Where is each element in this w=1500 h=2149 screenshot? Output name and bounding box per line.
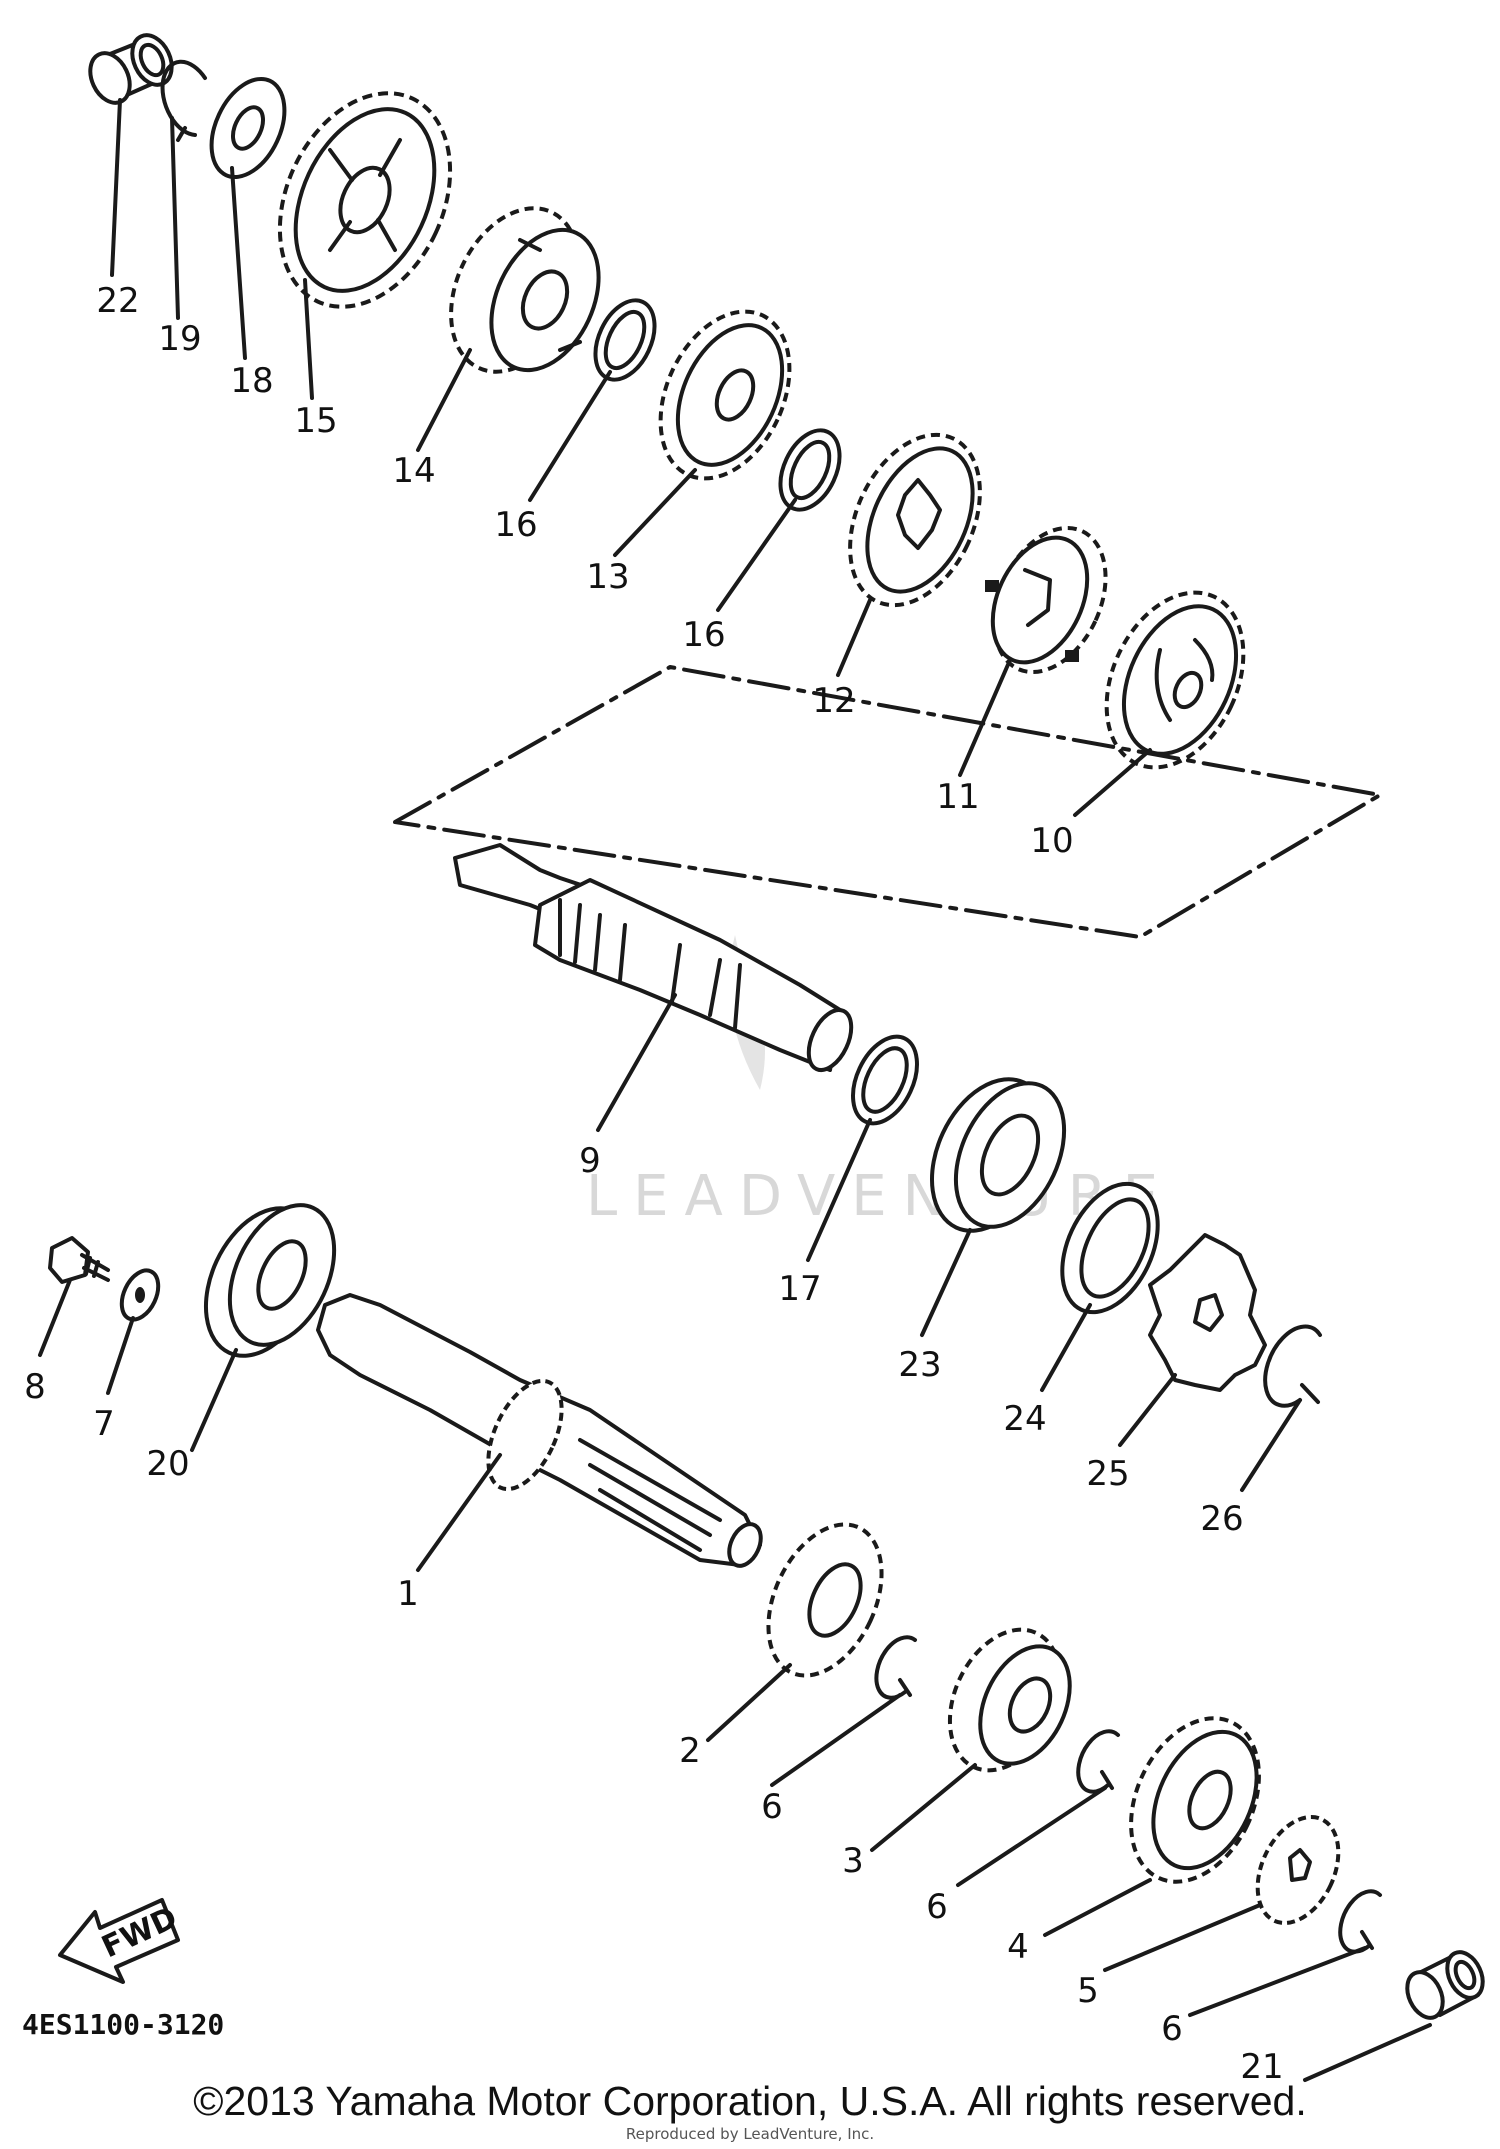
- label-5: 5: [1077, 1971, 1099, 2011]
- label-16-a: 16: [494, 505, 537, 545]
- part-19-circlip: [160, 59, 207, 142]
- fwd-arrow: FWD: [58, 1898, 183, 1984]
- label-13: 13: [586, 557, 629, 597]
- label-26: 26: [1200, 1499, 1243, 1539]
- part-5-gear: [1255, 1815, 1341, 1925]
- copyright-footer: ©2013 Yamaha Motor Corporation, U.S.A. A…: [193, 2078, 1306, 2124]
- part-25-sprocket: [1148, 1233, 1267, 1392]
- part-6-circlip-c: [1338, 1889, 1382, 1954]
- part-26-circlip: [1263, 1324, 1322, 1408]
- label-10: 10: [1030, 821, 1073, 861]
- watermark: LEADVENTURE: [586, 935, 1174, 1229]
- label-24: 24: [1003, 1399, 1046, 1439]
- part-16-washer-b: [778, 428, 842, 512]
- part-18-washer: [209, 76, 287, 180]
- part-7-washer: [119, 1268, 161, 1322]
- label-15: 15: [294, 401, 337, 441]
- part-11-gear: [985, 525, 1108, 675]
- part-3-gear: [947, 1627, 1072, 1773]
- callout-labels: 22 19 18 15 14 16 13 16 12 11 10 9 17 23…: [24, 281, 1283, 2087]
- label-23: 23: [898, 1345, 941, 1385]
- part-1-main-shaft: [316, 1293, 763, 1568]
- label-7: 7: [93, 1404, 115, 1444]
- part-12-gear: [848, 432, 982, 608]
- label-8: 8: [24, 1367, 46, 1407]
- label-18: 18: [230, 361, 273, 401]
- reproduced-note: Reproduced by LeadVenture, Inc.: [626, 2125, 874, 2143]
- part-code: 4ES1100-3120: [22, 2008, 224, 2041]
- label-19: 19: [158, 319, 201, 359]
- watermark-text: LEADVENTURE: [586, 1164, 1174, 1229]
- label-20: 20: [146, 1444, 189, 1484]
- label-6-a: 6: [761, 1787, 783, 1827]
- part-16-washer-a: [593, 298, 657, 382]
- label-1: 1: [397, 1574, 419, 1614]
- label-9: 9: [579, 1141, 601, 1181]
- label-25: 25: [1086, 1454, 1129, 1494]
- part-23-bearing: [929, 1077, 1067, 1233]
- leader-lines: [38, 98, 1432, 2082]
- label-12: 12: [812, 681, 855, 721]
- label-11: 11: [936, 777, 979, 817]
- label-21: 21: [1240, 2047, 1283, 2087]
- label-14: 14: [392, 451, 435, 491]
- label-16-b: 16: [682, 615, 725, 655]
- part-6-circlip-b: [1076, 1729, 1120, 1794]
- label-6-b: 6: [926, 1887, 948, 1927]
- part-17-washer: [851, 1034, 919, 1126]
- part-20-bearing: [203, 1203, 337, 1358]
- label-3: 3: [842, 1841, 864, 1881]
- part-21-needle-bearing: [1405, 1950, 1485, 2020]
- label-17: 17: [778, 1269, 821, 1309]
- part-13-gear: [658, 309, 792, 481]
- label-22: 22: [96, 281, 139, 321]
- label-2: 2: [679, 1731, 701, 1771]
- part-8-bolt: [48, 1236, 110, 1284]
- label-4: 4: [1007, 1927, 1029, 1967]
- part-6-circlip-a: [874, 1635, 917, 1700]
- part-15-gear: [277, 91, 453, 309]
- part-24-oil-seal: [1060, 1181, 1160, 1315]
- part-14-gear: [449, 206, 601, 374]
- part-2-gear: [766, 1522, 884, 1678]
- part-9-main-axle: [453, 843, 854, 1072]
- label-6-c: 6: [1161, 2009, 1183, 2049]
- assembly-outline: [393, 665, 1382, 939]
- part-4-gear: [1129, 1716, 1261, 1884]
- part-10-gear: [1104, 590, 1246, 770]
